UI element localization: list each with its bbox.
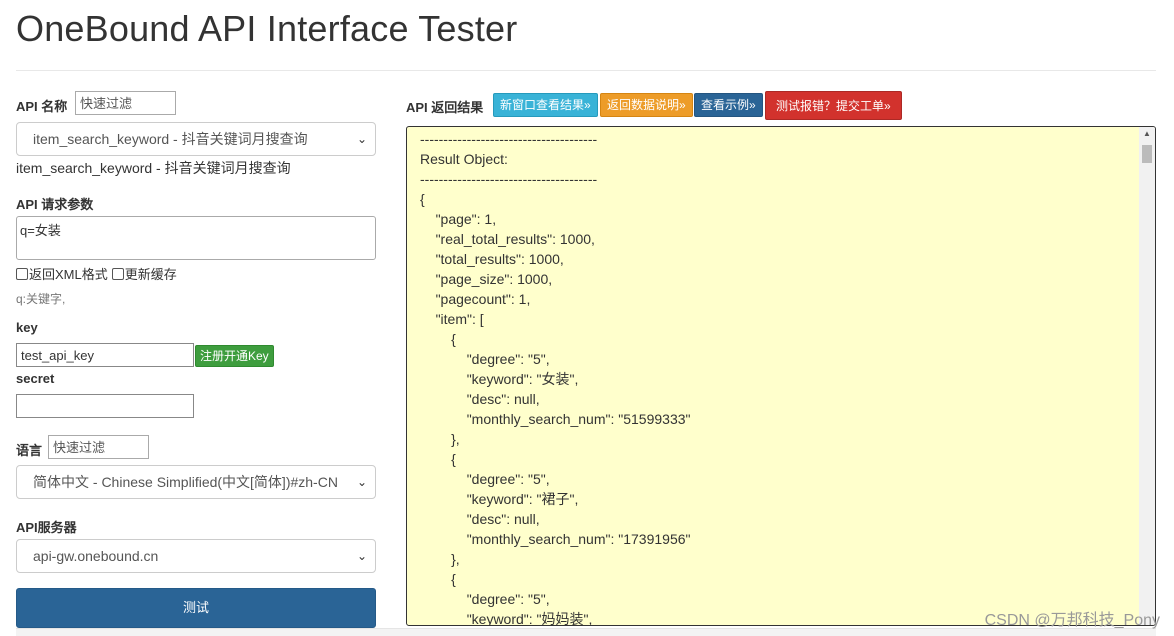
server-select[interactable]: api-gw.onebound.cn ⌄ [16, 539, 376, 573]
report-error-button[interactable]: 测试报错？提交工单» [765, 91, 902, 120]
language-select-value: 简体中文 - Chinese Simplified(中文[简体])#zh-CN [33, 474, 338, 490]
secret-label: secret [16, 371, 55, 386]
result-content: -------------------------------------- R… [407, 127, 1155, 626]
secret-input[interactable] [16, 394, 194, 418]
json-line: "keyword": "女装", [420, 371, 579, 387]
view-example-button[interactable]: 查看示例» [694, 93, 763, 117]
cache-checkbox-label: 更新缓存 [124, 267, 177, 282]
json-line: "total_results": 1000, [420, 251, 564, 267]
api-filter-input[interactable] [75, 91, 176, 115]
json-line: "item": [ [420, 311, 484, 327]
json-line: "monthly_search_num": "17391956" [420, 531, 691, 547]
json-line: }, [420, 551, 460, 567]
json-line: { [420, 451, 456, 467]
json-line: "page_size": 1000, [420, 271, 553, 287]
chevron-down-icon: ⌄ [356, 132, 367, 146]
language-filter-input[interactable] [48, 435, 149, 459]
json-line: "monthly_search_num": "51599333" [420, 411, 691, 427]
test-button[interactable]: 测试 [16, 588, 376, 628]
json-line: "pagecount": 1, [420, 291, 531, 307]
json-line: "degree": "5", [420, 351, 550, 367]
key-input[interactable] [16, 343, 194, 367]
json-line: "real_total_results": 1000, [420, 231, 595, 247]
page-title: OneBound API Interface Tester [16, 8, 518, 49]
key-label: key [16, 320, 38, 335]
cache-checkbox[interactable] [111, 267, 124, 280]
result-divider: -------------------------------------- [420, 171, 598, 187]
title-divider [16, 70, 1156, 71]
params-label: API 请求参数 [16, 197, 94, 212]
result-label: API 返回结果 [406, 100, 484, 115]
result-divider: -------------------------------------- [420, 131, 598, 147]
result-header: Result Object: [420, 151, 508, 167]
xml-checkbox-label: 返回XML格式 [29, 267, 108, 282]
server-select-value: api-gw.onebound.cn [33, 548, 159, 564]
params-textarea[interactable]: q=女装 [16, 216, 376, 260]
json-line: "degree": "5", [420, 471, 550, 487]
json-line: { [420, 191, 425, 207]
api-name-label: API 名称 [16, 99, 68, 114]
register-key-button[interactable]: 注册开通Key [195, 345, 274, 367]
json-line: "degree": "5", [420, 591, 550, 607]
server-label: API服务器 [16, 520, 77, 535]
scrollbar-thumb[interactable] [1142, 145, 1152, 163]
language-label: 语言 [16, 443, 43, 458]
result-panel[interactable]: -------------------------------------- R… [406, 126, 1156, 626]
json-line: "keyword": "妈妈装", [420, 611, 593, 626]
chevron-down-icon: ⌄ [356, 549, 367, 563]
json-line: "desc": null, [420, 391, 540, 407]
bottom-strip [16, 628, 1156, 636]
chevron-down-icon: ⌄ [356, 475, 367, 489]
api-select[interactable]: item_search_keyword - 抖音关键词月搜查询 ⌄ [16, 122, 376, 156]
scroll-up-icon[interactable]: ▲ [1143, 129, 1151, 138]
xml-checkbox[interactable] [16, 267, 28, 280]
language-select[interactable]: 简体中文 - Chinese Simplified(中文[简体])#zh-CN … [16, 465, 376, 499]
json-line: { [420, 331, 456, 347]
params-hint: q:关键字, [16, 292, 66, 306]
api-select-value: item_search_keyword - 抖音关键词月搜查询 [33, 131, 308, 147]
watermark: CSDN @万邦科技_Pony [984, 612, 1160, 629]
open-new-window-button[interactable]: 新窗口查看结果» [493, 93, 598, 117]
json-line: "keyword": "裙子", [420, 491, 579, 507]
data-description-button[interactable]: 返回数据说明» [600, 93, 693, 117]
result-scrollbar[interactable]: ▲ [1139, 127, 1155, 625]
json-line: }, [420, 431, 460, 447]
json-line: { [420, 571, 456, 587]
json-line: "desc": null, [420, 511, 540, 527]
json-line: "page": 1, [420, 211, 497, 227]
api-description: item_search_keyword - 抖音关键词月搜查询 [16, 160, 291, 176]
